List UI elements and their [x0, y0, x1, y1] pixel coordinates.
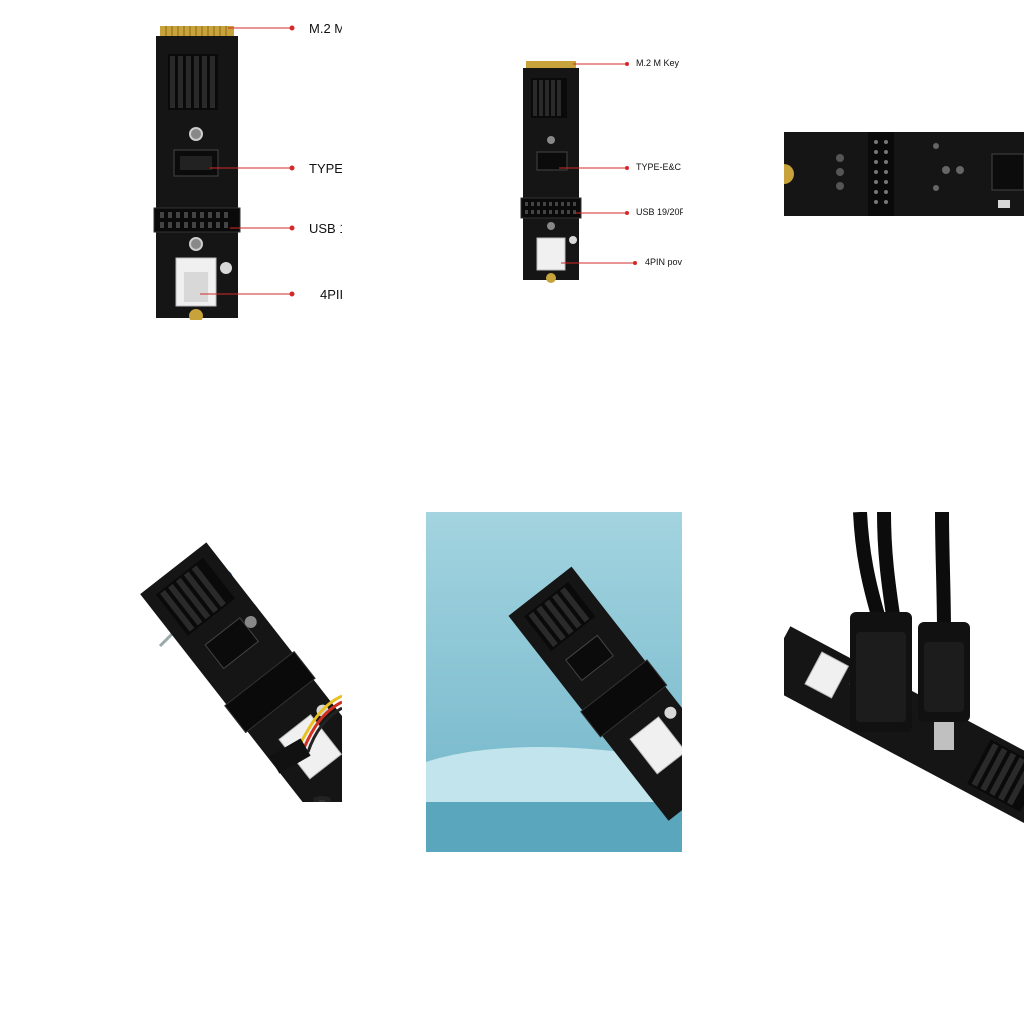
m2-board-front-image [153, 25, 295, 320]
callout-type-label: TYPE [309, 161, 342, 176]
m2-board-with-cables-image [784, 512, 1024, 832]
m2-board-with-accessories-image [140, 542, 342, 802]
m2-board-back-image [784, 132, 1024, 216]
product-thumbnail-3[interactable] [784, 128, 1024, 220]
screw-icon [313, 796, 331, 802]
callout-m2-mkey-label: M.2 M Key [636, 58, 680, 68]
m2-board-labelled-image [520, 61, 637, 283]
sata-cable-icon [269, 694, 342, 774]
product-thumbnail-5[interactable] [426, 512, 682, 852]
callout-m2-label: M.2 M [309, 21, 342, 36]
product-thumbnail-1[interactable]: M.2 M TYPE USB 1 4PII [130, 10, 342, 320]
callout-usb-1920p-label: USB 19/20P [636, 207, 683, 217]
callout-4pin-label: 4PII [320, 287, 342, 302]
product-thumbnail-6[interactable] [784, 512, 1024, 832]
m2-board-lifestyle-image [426, 512, 682, 852]
product-thumbnail-2[interactable]: M.2 M Key TYPE-E&C USB 19/20P 4PIN pov [515, 52, 683, 288]
callout-type-ec-label: TYPE-E&C [636, 162, 682, 172]
callout-usb-label: USB 1 [309, 221, 342, 236]
product-thumbnail-4[interactable] [100, 536, 342, 802]
callout-4pin-power-label: 4PIN pov [645, 257, 683, 267]
usb-cable-icon [850, 512, 970, 750]
